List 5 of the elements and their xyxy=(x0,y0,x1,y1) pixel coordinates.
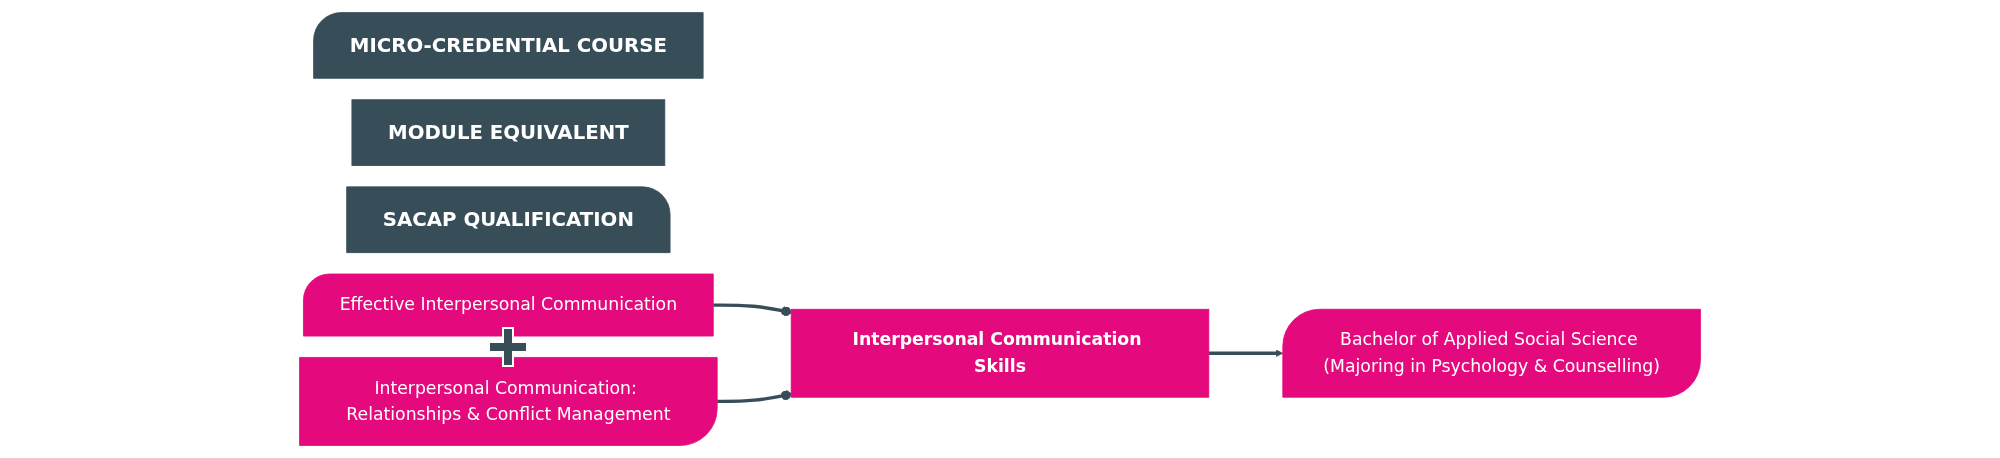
arrow xyxy=(1208,349,1284,357)
connector xyxy=(717,390,792,404)
node-box: Interpersonal Communication Skills xyxy=(790,308,1210,398)
node-box: MODULE EQUIVALENT xyxy=(351,99,666,166)
connector xyxy=(713,303,792,317)
